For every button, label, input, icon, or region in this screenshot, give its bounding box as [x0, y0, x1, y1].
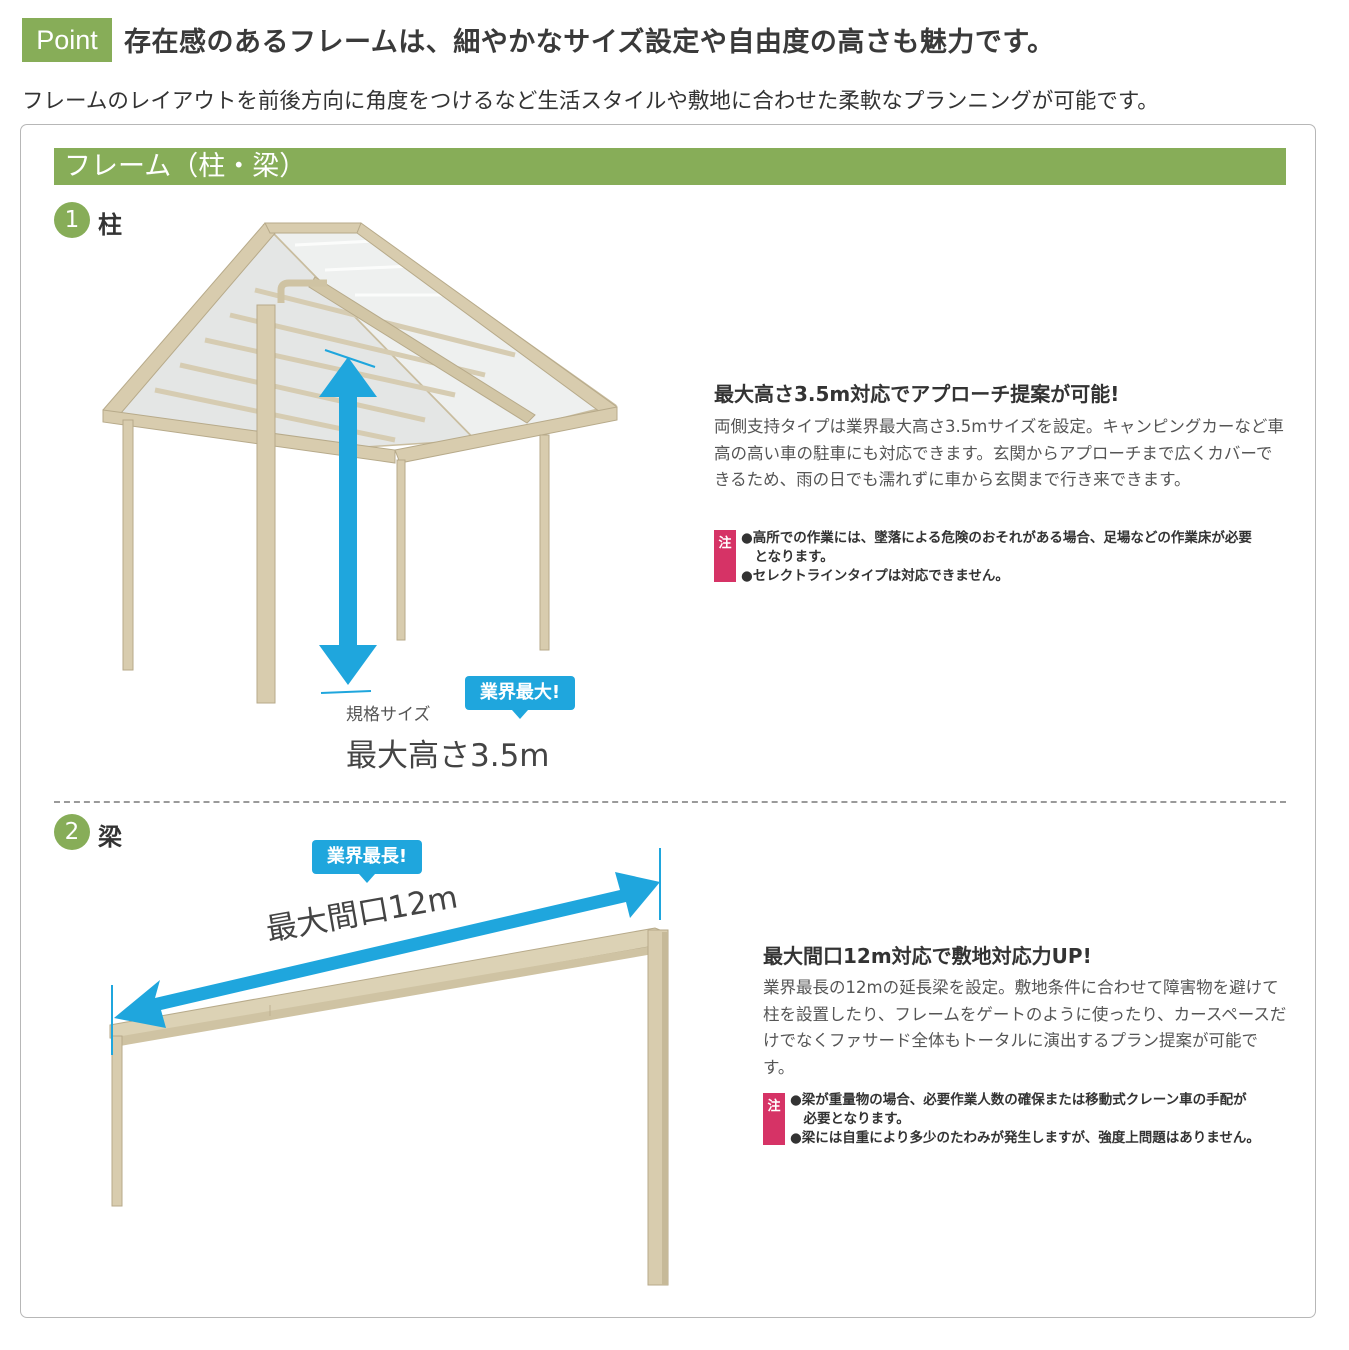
beam-note-2: 必要となります。: [790, 1111, 910, 1127]
beam-note-3: ●梁には自重により多少のたわみが発生しますが、強度上問題はありません。: [790, 1130, 1260, 1146]
beam-feature-body: 業界最長の12mの延長梁を設定。敷地条件に合わせて障害物を避けて柱を設置したり、…: [763, 978, 1287, 1077]
beam-illustration: [109, 848, 669, 1286]
height-arrow: [319, 349, 377, 694]
lead-text: フレームのレイアウトを前後方向に角度をつけるなど生活スタイルや敷地に合わせた柔軟…: [22, 89, 1159, 114]
beam-label: 梁: [98, 823, 122, 851]
beam-notes: ●梁が重量物の場合、必要作業人数の確保または移動式クレーン車の手配が 必要となり…: [790, 1091, 1260, 1148]
pillar-note-1: ●高所での作業には、墜落による危険のおそれがある場合、足場などの作業床が必要: [741, 530, 1252, 546]
pillar-note-2: となります。: [741, 549, 834, 565]
pillar-note-3: ●セレクトラインタイプは対応できません。: [741, 568, 1009, 584]
headline: 存在感のあるフレームは、細やかなサイズ設定や自由度の高さも魅力です。: [124, 27, 1055, 58]
beam-callout: 業界最長!: [312, 840, 422, 883]
beam-feature-title: 最大間口12m対応で敷地対応力UP!: [763, 944, 1092, 968]
beam-number-badge: 2: [54, 814, 90, 850]
beam-note-1: ●梁が重量物の場合、必要作業人数の確保または移動式クレーン車の手配が: [790, 1092, 1247, 1108]
pillar-feature-body: 両側支持タイプは業界最大高さ3.5mサイズを設定。キャンピングカーなど車高の高い…: [714, 417, 1284, 489]
carport-illustration: [102, 222, 618, 704]
pillar-note-tag: 注: [714, 530, 736, 582]
pillar-label: 柱: [98, 211, 122, 239]
pillar-size-label: 規格サイズ: [346, 705, 431, 725]
section-divider: [54, 801, 1286, 803]
pillar-number-badge: 1: [54, 202, 90, 238]
section-title-bar: フレーム（柱・梁）: [54, 148, 1286, 185]
pillar-notes: ●高所での作業には、墜落による危険のおそれがある場合、足場などの作業床が必要 と…: [741, 529, 1252, 586]
content-panel: [20, 124, 1316, 1318]
pillar-feature-title: 最大高さ3.5m対応でアプローチ提案が可能!: [714, 382, 1120, 406]
pillar-size-value: 最大高さ3.5m: [346, 738, 550, 774]
pillar-callout: 業界最大!: [465, 676, 575, 719]
point-badge: Point: [22, 18, 112, 62]
beam-note-tag: 注: [763, 1093, 785, 1145]
